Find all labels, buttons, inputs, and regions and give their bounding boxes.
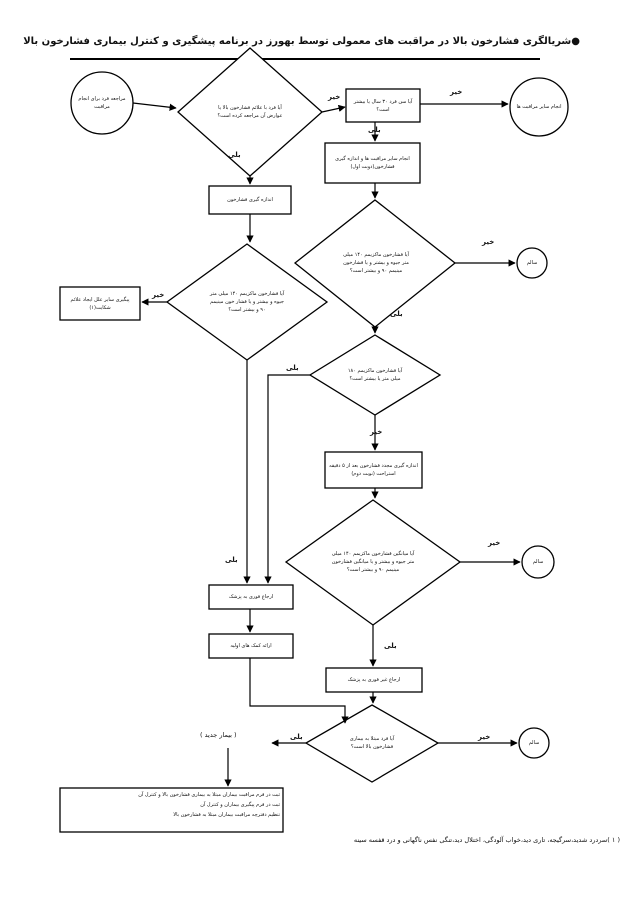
healthy-1-label: سالم [526, 260, 538, 266]
end-other-label: انجام سایر مراقبت ها [516, 104, 562, 110]
healthy-oval-2 [521, 545, 555, 579]
page-title: ●شریالگری فشارخون بالا در مراقبت های معم… [23, 36, 580, 47]
decision-average-label: آیا میانگین فشارخون ماکزیمم ۱۴۰ میلی متر… [331, 551, 415, 573]
decision-bp180-label: آیا فشارخون ماکزیمم ۱۸۰ میلی متر یا بیشت… [347, 368, 403, 382]
decision-symptoms-label: آیا فرد با علائم فشارخون بالا یا عوارض آ… [217, 105, 283, 119]
measure-bp-label: اندازه گیری فشارخون [227, 197, 273, 203]
box-first-aid [208, 633, 294, 659]
label-no-bp140-a: خیر [482, 238, 495, 246]
box-followup-list [59, 787, 284, 833]
title-rule [70, 58, 540, 60]
arrow [132, 102, 177, 111]
age30-label: آیا سن فرد ۳۰ سال یا بیشتر است؟ [353, 98, 413, 113]
healthy-2-label: سالم [532, 559, 544, 565]
label-no-bp180: خیر [370, 428, 383, 436]
do-care-label: انجام سایر مراقبت ها و اندازه گیری فشارخ… [335, 156, 410, 170]
first-aid-label: ارائه کمک های اولیه [230, 643, 272, 649]
arrow [264, 374, 310, 584]
arrow [321, 104, 346, 113]
footnote: ( ۱ )سردرد شدید،سرگیجه، تاری دید،خواب آل… [353, 836, 620, 844]
followup-list: ثبت در فرم مراقبت بیماران مبتلا به بیمار… [90, 790, 280, 820]
urgent-refer-label: ارجاع فوری به پزشک [228, 594, 274, 600]
label-yes-bp140-b: بلی [225, 556, 238, 564]
box-do-care [324, 142, 421, 184]
box-nonurgent-refer [325, 667, 423, 693]
nonurgent-refer-label: ارجاع غیر فوری به پزشک [347, 677, 401, 683]
arrow [249, 658, 349, 724]
end-other-oval [509, 77, 569, 137]
followup-item: ثبت در فرم مراقبت بیماران مبتلا به بیمار… [138, 792, 280, 798]
new-patient-label: ( بیمار جدید ) [200, 731, 237, 739]
followup-item: تنظیم دفترچه مراقبت بیماران مبتلا به فشا… [173, 812, 280, 818]
label-no-age30: خیر [450, 88, 463, 96]
followup-item: ثبت در فرم پیگیری بیماران و کنترل آن [200, 802, 280, 808]
box-urgent-refer [208, 584, 294, 610]
label-no-average: خیر [488, 539, 501, 547]
label-no-known: خیر [478, 733, 491, 741]
start-label: مراجعه فرد برای انجام مراقبت [78, 96, 126, 110]
label-yes-age30: بلی [368, 126, 381, 134]
box-age30 [345, 88, 421, 123]
label-yes-known: بلی [290, 733, 303, 741]
label-no-bp140-b: خیر [152, 291, 165, 299]
healthy-oval-1 [516, 247, 548, 279]
label-yes-bp180: بلی [286, 364, 299, 372]
label-yes-average: بلی [384, 642, 397, 650]
box-re-measure [324, 451, 423, 489]
healthy-oval-3 [518, 727, 550, 759]
decision-bp140-b-label: آیا فشارخون ماکزیمم ۱۴۰ میلی متر جیوه و … [209, 291, 285, 313]
label-yes-bp140-a: بلی [390, 310, 403, 318]
decision-known-label: آیا فرد مبتلا به بیماری فشارخون بالا است… [349, 736, 395, 750]
box-other-signs [59, 286, 141, 321]
label-yes-symptoms: بلی [228, 151, 241, 159]
decision-known [304, 704, 440, 783]
other-signs-label: پیگیری سایر علل ایجاد علائم شکایت(۱) [70, 296, 130, 311]
label-no-symptoms: خیر [328, 93, 341, 101]
decision-bp140-a-label: آیا فشارخون ماکزیمم ۱۴۰ میلی متر جیوه و … [343, 252, 409, 274]
healthy-3-label: سالم [528, 740, 540, 746]
re-measure-label: اندازه گیری مجدد فشارخون بعد از ۵ دقیقه … [329, 463, 418, 477]
box-measure-bp [208, 185, 292, 215]
